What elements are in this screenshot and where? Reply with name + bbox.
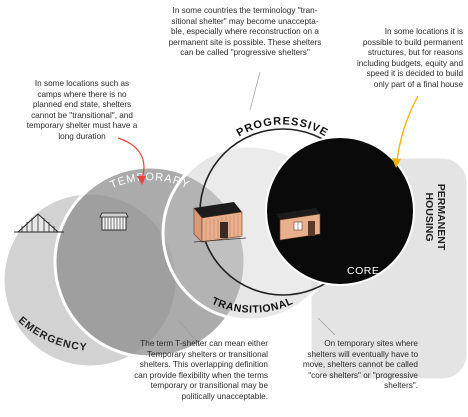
core-house-icon: [276, 208, 321, 241]
note-top-right: In some locations it is possible to buil…: [356, 27, 463, 89]
note-top-center: In some countries the terminology "tran-…: [168, 6, 322, 58]
tent-icon: [14, 213, 64, 233]
bottom-right-note-leader: [317, 317, 336, 336]
note-bottom-right: On temporary sites where shelters will e…: [302, 339, 418, 391]
top-right-note-arrow: [396, 95, 419, 161]
core-label: CORE: [347, 265, 379, 277]
transitional-house-icon: [193, 202, 247, 243]
svg-text:PERMANENT: PERMANENT: [435, 184, 447, 251]
bottom-center-note-leader: [177, 319, 201, 346]
tin-shelter-icon: [99, 212, 129, 231]
top-center-note-leader: [249, 71, 261, 111]
top-right-note-arrowhead: [392, 158, 401, 168]
note-bottom-center: The term T-shelter can mean either Tempo…: [134, 339, 268, 401]
left-note-arrow: [117, 137, 145, 179]
left-note-arrowhead: [137, 176, 146, 185]
core-circle: [265, 136, 415, 286]
svg-text:HOUSING: HOUSING: [423, 192, 435, 241]
note-left: In some locations such as camps where th…: [26, 79, 138, 141]
permanent-housing-label: PERMANENT HOUSING: [423, 184, 447, 251]
